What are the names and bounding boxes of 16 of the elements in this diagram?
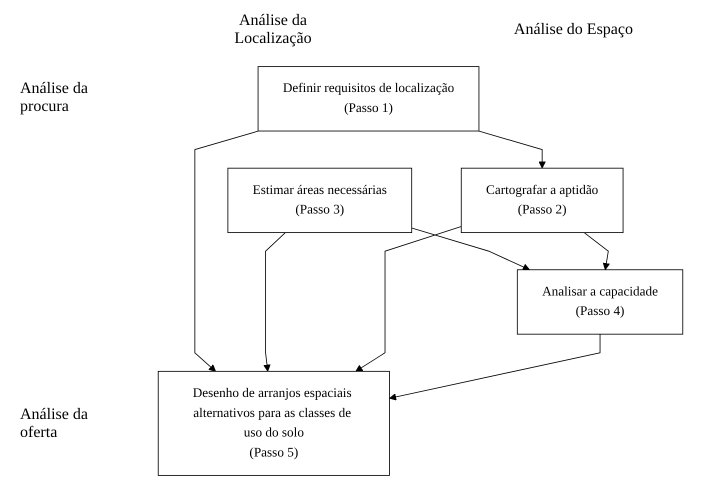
arrow	[355, 226, 462, 372]
row-heading: Análise da oferta	[20, 406, 89, 442]
arrow	[478, 130, 546, 169]
node-box: Definir requisitos de localização (Passo 1)	[258, 66, 480, 132]
node-box: Desenho de arranjos espaciais alternativos para as classes de uso do solo (Passo 5)	[158, 370, 390, 476]
node-box: Estimar áreas necessárias (Passo 3)	[227, 168, 412, 234]
row-heading: Análise da procura	[20, 80, 89, 116]
column-heading: Análise do Espaço	[514, 21, 633, 39]
node-box: Analisar a capacidade (Passo 4)	[516, 269, 684, 335]
arrow	[584, 232, 610, 270]
arrow	[263, 232, 286, 372]
column-heading: Análise da Localização	[233, 12, 313, 48]
arrow	[194, 130, 259, 372]
node-box: Cartografar a aptidão (Passo 2)	[460, 168, 624, 234]
arrow	[411, 228, 530, 270]
arrow	[389, 334, 600, 400]
